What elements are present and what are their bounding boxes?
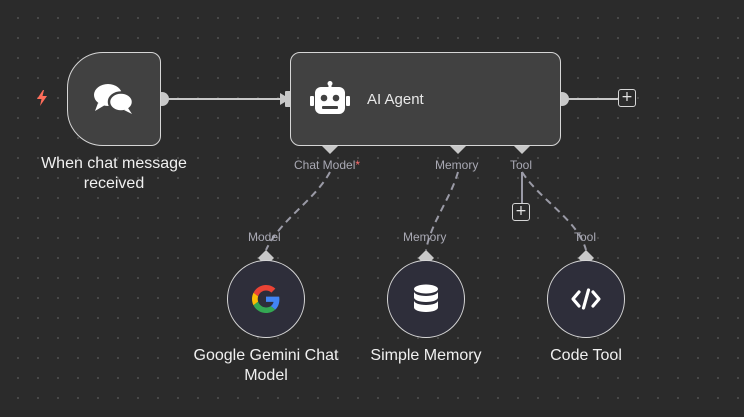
gemini-chat-model-node[interactable] bbox=[227, 260, 305, 338]
ai-agent-title: AI Agent bbox=[367, 91, 424, 108]
database-icon bbox=[414, 284, 438, 312]
chat-trigger-node[interactable] bbox=[67, 52, 161, 146]
edge-arrowhead bbox=[280, 93, 290, 105]
chat-model-connector-label: Chat Model* bbox=[294, 158, 360, 172]
chat-model-connector-text: Chat Model bbox=[294, 158, 356, 172]
chat-bubbles-icon bbox=[94, 84, 135, 114]
ai-agent-node[interactable]: AI Agent bbox=[290, 52, 561, 146]
memory-connector-label: Memory bbox=[435, 158, 479, 172]
chat-trigger-label-line1: When chat message bbox=[41, 155, 187, 172]
add-next-node-button[interactable]: + bbox=[618, 89, 636, 107]
required-asterisk: * bbox=[355, 158, 361, 172]
chat-trigger-label: When chat message received bbox=[24, 154, 204, 194]
simple-memory-label: Simple Memory bbox=[370, 347, 482, 364]
gemini-label-line1: Google Gemini Chat bbox=[193, 347, 339, 364]
robot-icon bbox=[310, 81, 350, 114]
google-g-icon bbox=[252, 285, 280, 313]
gemini-label-line2: Model bbox=[244, 367, 288, 384]
tool-connector-label: Tool bbox=[510, 158, 533, 172]
gemini-node-label: Google Gemini Chat Model bbox=[176, 346, 356, 386]
code-tool-label: Code Tool bbox=[550, 347, 622, 364]
simple-memory-node[interactable] bbox=[387, 260, 465, 338]
lightning-bolt-icon bbox=[37, 90, 47, 106]
code-icon bbox=[571, 288, 601, 310]
gemini-connector-label: Model bbox=[248, 230, 281, 244]
chat-trigger-label-line2: received bbox=[83, 175, 145, 192]
add-tool-button[interactable]: + bbox=[512, 203, 530, 221]
code-tool-node[interactable] bbox=[547, 260, 625, 338]
memory-node-connector-label: Memory bbox=[403, 230, 447, 244]
code-tool-connector-label: Tool bbox=[574, 230, 597, 244]
